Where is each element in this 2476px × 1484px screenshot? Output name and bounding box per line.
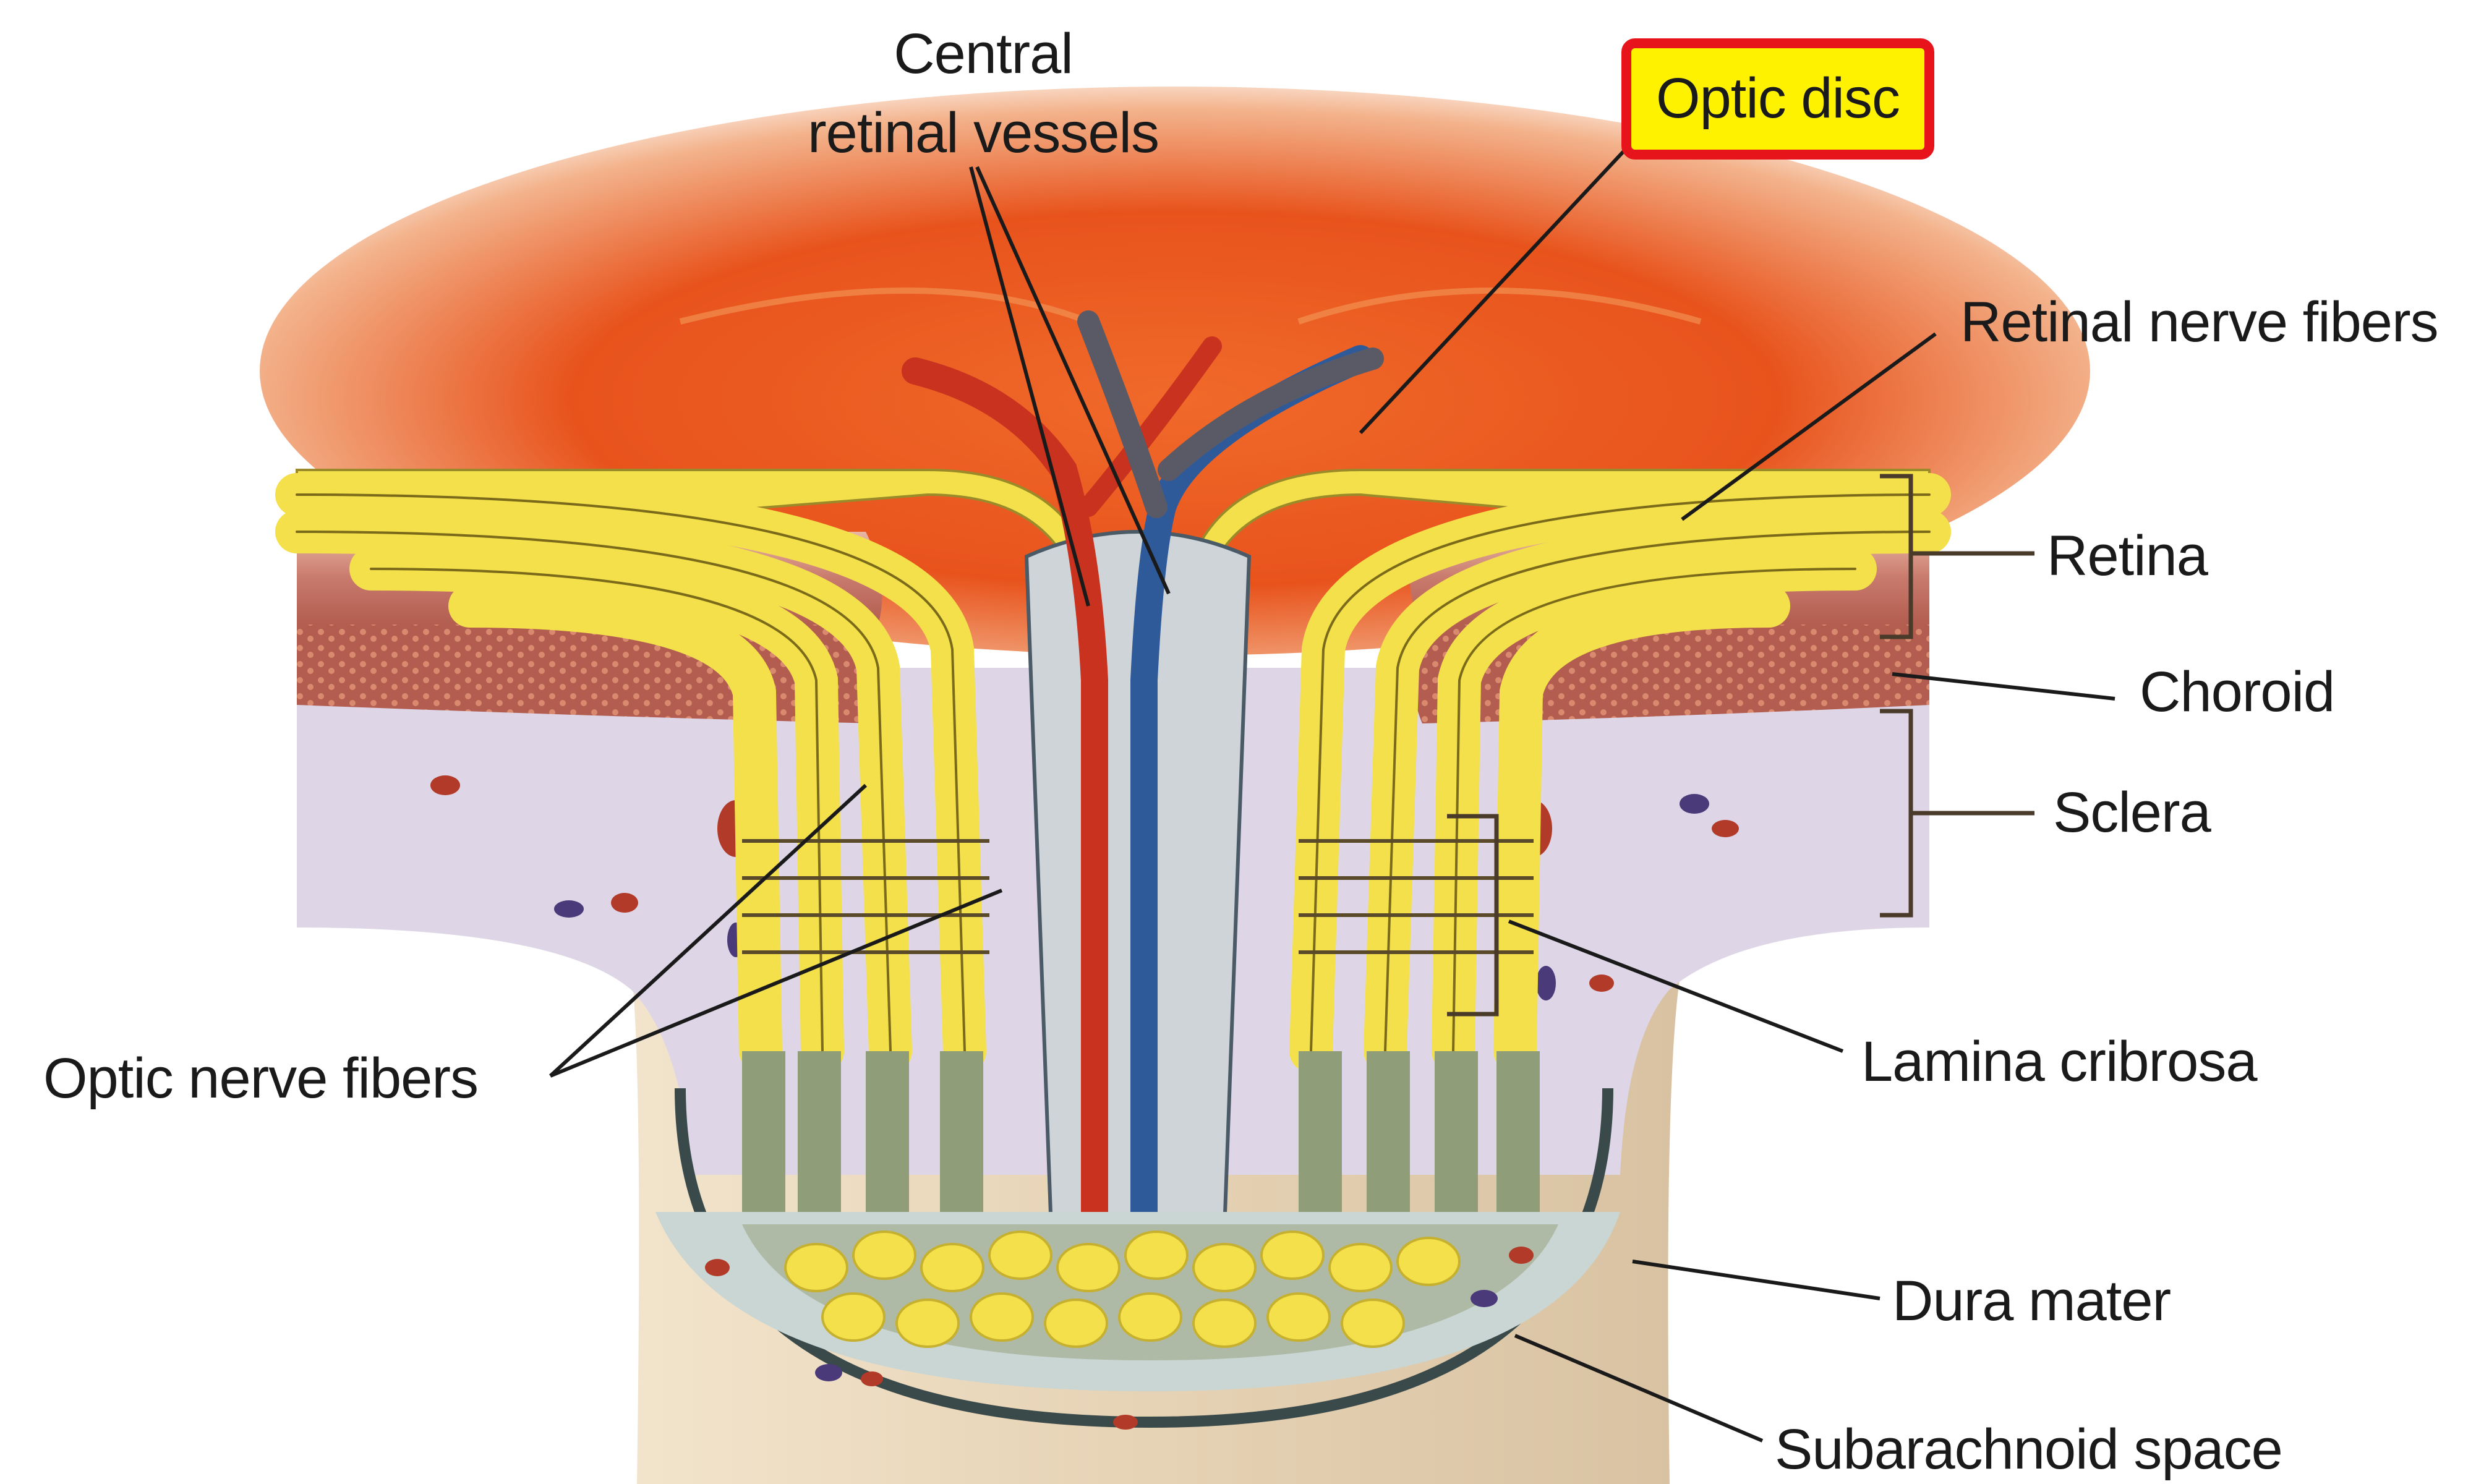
label-choroid: Choroid xyxy=(2140,660,2334,723)
label-lamina-cribrosa: Lamina cribrosa xyxy=(1861,1030,2258,1093)
label-subarachnoid-space: Subarachnoid space xyxy=(1775,1418,2282,1481)
label-retinal-nerve-fibers: Retinal nerve fibers xyxy=(1960,291,2438,354)
label-optic-nerve-fibers: Optic nerve fibers xyxy=(43,1047,478,1110)
label-sclera: Sclera xyxy=(2053,781,2212,844)
label-central-line1: Central xyxy=(894,22,1073,85)
label-retina: Retina xyxy=(2047,524,2209,587)
leader-dura-mater xyxy=(1633,1261,1880,1298)
label-dura-mater: Dura mater xyxy=(1892,1269,2171,1333)
label-central-line2: retinal vessels xyxy=(808,101,1159,164)
label-optic-disc: Optic disc xyxy=(1656,67,1900,130)
